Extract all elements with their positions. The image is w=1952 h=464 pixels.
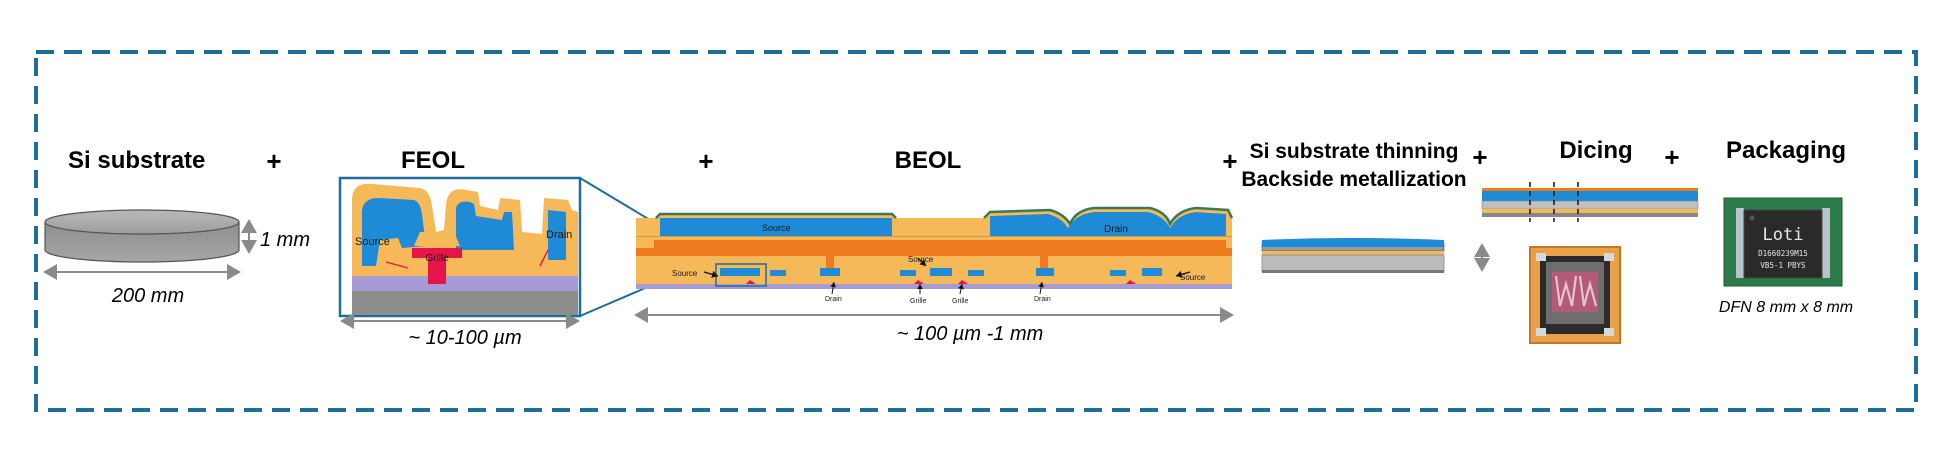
stage-title-beol: BEOL <box>895 147 962 174</box>
plus-sign-2: + <box>698 146 713 176</box>
thinned-wafer <box>1261 238 1445 273</box>
feol-cross-section <box>338 176 582 318</box>
beol-grille-2-label: Grille <box>952 298 968 305</box>
plus-sign-1: + <box>266 146 281 176</box>
feol-drain-label: Drain <box>546 229 572 241</box>
dashed-frame <box>34 50 1918 412</box>
beol-grille-1-label: Grille <box>910 298 926 305</box>
stage-title-packaging: Packaging <box>1726 137 1846 164</box>
stage-title-thinning-1: Si substrate thinning <box>1250 140 1459 163</box>
die-photo <box>1529 246 1621 344</box>
package-caption: DFN 8 mm x 8 mm <box>1719 299 1853 316</box>
beol-source-left-label: Source <box>672 269 698 278</box>
beol-drain-bottom-1-label: Drain <box>825 296 842 303</box>
stage-title-si-substrate: Si substrate <box>68 147 205 174</box>
feol-gate-label: Grille <box>425 253 449 264</box>
dfn-package-photo <box>1723 197 1843 287</box>
beol-source-mid-label: Source <box>908 255 934 264</box>
plus-sign-4: + <box>1472 142 1487 172</box>
beol-drain-top-label: Drain <box>1104 224 1128 235</box>
beol-width-label: ~ 100 µm -1 mm <box>897 323 1044 345</box>
beol-source-right-label: Source <box>1180 273 1206 282</box>
plus-sign-5: + <box>1664 142 1679 172</box>
feol-zoom-lines <box>579 177 651 317</box>
feol-width-label: ~ 10-100 µm <box>408 327 521 349</box>
plus-sign-3: + <box>1222 146 1237 176</box>
chip-marking-line-1: Loti <box>1763 225 1804 245</box>
beol-source-top-label: Source <box>762 223 791 233</box>
chip-marking-line-2: D1660239M15 <box>1758 249 1808 258</box>
chip-marking-line-3: VB5-1 PBYS <box>1760 261 1806 270</box>
stage-title-feol: FEOL <box>401 147 465 174</box>
wafer-diameter-label: 200 mm <box>111 285 184 307</box>
stage-title-dicing: Dicing <box>1559 137 1632 164</box>
diced-wafer <box>1481 182 1699 222</box>
stage-title-thinning-2: Backside metallization <box>1241 168 1466 191</box>
beol-drain-bottom-2-label: Drain <box>1034 296 1051 303</box>
beol-cross-section <box>636 206 1234 295</box>
si-wafer <box>44 209 240 263</box>
feol-source-label: Source <box>355 236 390 248</box>
wafer-thickness-label: 1 mm <box>260 229 310 251</box>
